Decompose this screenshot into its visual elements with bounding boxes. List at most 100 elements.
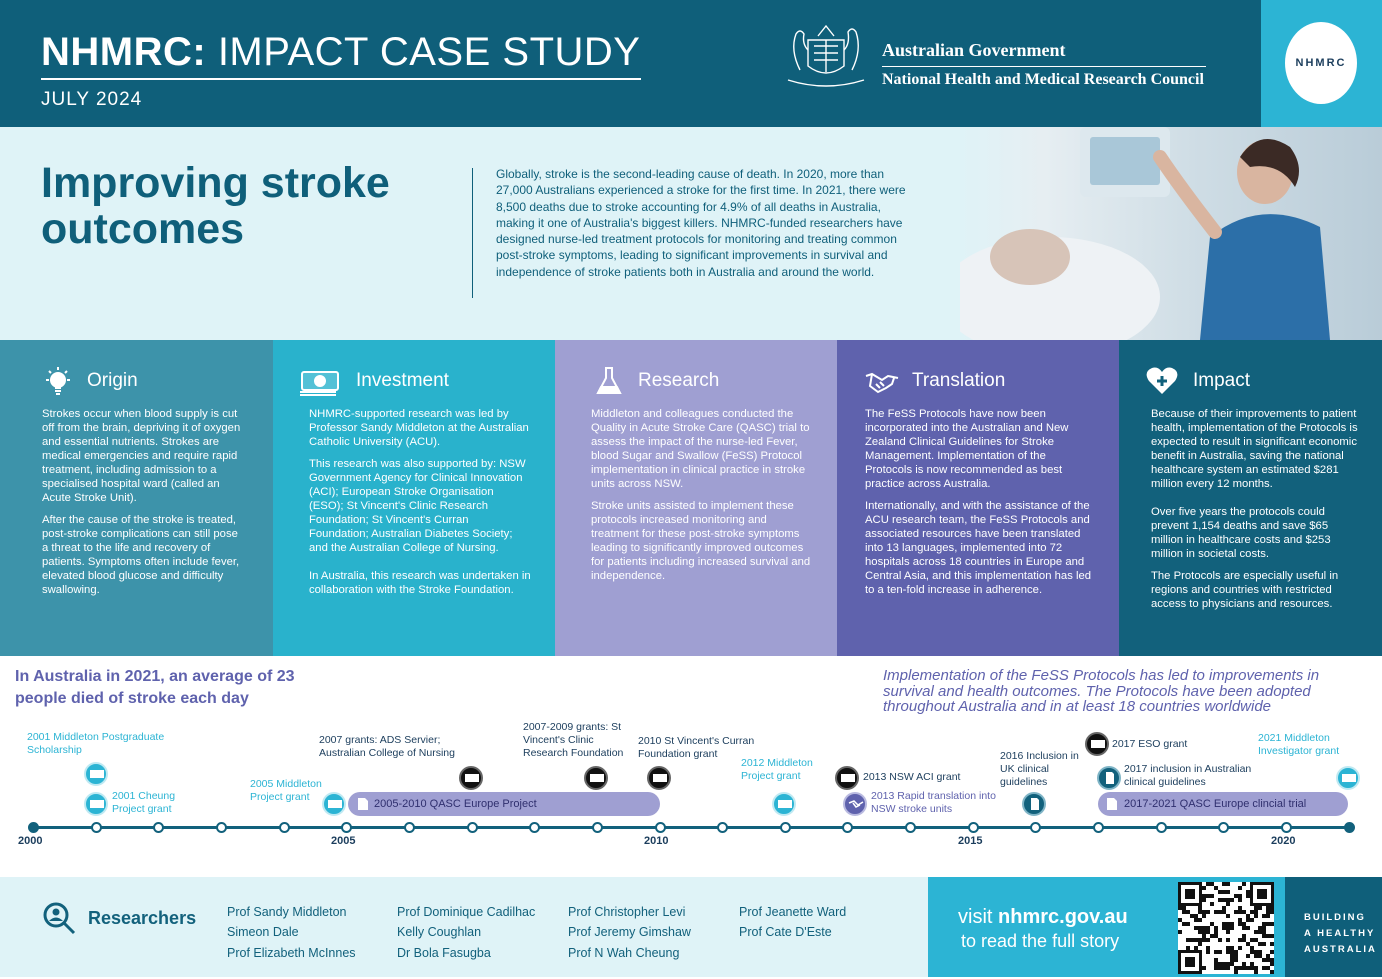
investment-p2: This research was also supported by: NSW… — [309, 458, 526, 554]
translation-p1: The FeSS Protocols have now been incorpo… — [865, 408, 1069, 490]
gov-divider — [882, 66, 1206, 67]
translation-heading: Translation — [864, 364, 1005, 398]
origin-p2: After the cause of the stroke is treated… — [42, 514, 240, 596]
timeline-tick — [905, 822, 917, 833]
event-2013-aci-grant: 2013 NSW ACI grant — [863, 771, 961, 783]
timeline-tick — [529, 822, 541, 833]
year-label: 2015 — [958, 835, 983, 847]
timeline-tick — [215, 822, 227, 833]
event-2010-grant: 2010 St Vincent's Curran Foundation gran… — [638, 735, 755, 760]
grant-money-icon — [835, 766, 859, 790]
tagline: BUILDING A HEALTHY AUSTRALIA — [1304, 912, 1377, 955]
event-2001-scholarship: 2001 Middleton Postgraduate Scholarship — [27, 731, 165, 756]
year-label: 2010 — [644, 835, 669, 847]
money-icon — [300, 371, 339, 396]
timeline-tick — [153, 822, 165, 833]
event-2005-grant: 2005 Middleton Project grant — [250, 778, 322, 803]
investment-title: Investment — [356, 370, 449, 391]
researcher-name: Prof Christopher Levi — [568, 905, 686, 919]
researcher-name: Simeon Dale — [227, 925, 299, 939]
document-icon — [358, 798, 368, 810]
council-name: National Health and Medical Research Cou… — [882, 71, 1204, 88]
hero-title: Improving stroke outcomes — [41, 159, 390, 253]
handshake-icon — [843, 792, 867, 816]
tagline-panel — [1285, 877, 1382, 977]
timeline-tick — [1281, 822, 1292, 833]
visit-link[interactable]: visit nhmrc.gov.au — [958, 906, 1128, 928]
researchers-panel — [0, 877, 928, 977]
researcher-name: Prof Cate D'Este — [739, 925, 832, 939]
grant-money-icon — [322, 792, 346, 816]
qasc-europe-trial-bar: 2017-2021 QASC Europe clincial trial — [1098, 792, 1348, 816]
investment-p1: NHMRC-supported research was led by Prof… — [309, 408, 529, 448]
timeline-tick — [90, 822, 102, 833]
grant-money-icon — [1085, 732, 1109, 756]
coat-of-arms-icon — [787, 24, 865, 87]
nurse-photo — [960, 127, 1382, 340]
investment-heading: Investment — [298, 364, 449, 398]
visit-caption: to read the full story — [961, 931, 1120, 951]
timeline-tick — [466, 822, 478, 833]
year-label: 2020 — [1271, 835, 1296, 847]
qasc-europe-project-bar: 2005-2010 QASC Europe Project — [348, 792, 660, 816]
grant-money-icon — [84, 792, 108, 816]
hero-divider — [472, 168, 473, 298]
origin-heading: Origin — [41, 364, 138, 398]
grant-money-icon — [647, 766, 671, 790]
hero-intro: Globally, stroke is the second-leading c… — [496, 167, 906, 279]
timeline-tick — [28, 822, 39, 833]
origin-title: Origin — [87, 370, 138, 391]
translation-column: Translation The FeSS Protocols have now … — [837, 340, 1119, 656]
timeline-tick — [717, 822, 729, 833]
publication-date: JULY 2024 — [41, 89, 143, 110]
grant-money-icon — [84, 762, 108, 786]
researcher-name: Prof Elizabeth McInnes — [227, 946, 356, 960]
impact-p3: The Protocols are especially useful in r… — [1151, 570, 1339, 610]
grant-money-icon — [1336, 766, 1360, 790]
researcher-name: Prof Dominique Cadilhac — [397, 905, 536, 919]
grant-money-icon — [584, 766, 608, 790]
adoption-statement: Implementation of the FeSS Protocols has… — [883, 667, 1320, 715]
timeline-tick — [278, 822, 290, 833]
impact-title: Impact — [1193, 370, 1251, 391]
research-p2: Stroke units assisted to implement these… — [591, 500, 811, 582]
research-heading: Research — [592, 364, 719, 398]
impact-p2: Over five years the protocols could prev… — [1151, 506, 1331, 560]
gov-name: Australian Government — [882, 40, 1066, 60]
researcher-name: Kelly Coughlan — [397, 925, 482, 939]
document-icon — [1107, 798, 1117, 810]
event-2001-cheung: 2001 Cheung Project grant — [112, 790, 176, 815]
timeline-tick — [591, 822, 603, 833]
timeline-tick — [1155, 822, 1167, 833]
event-2017-au-guidelines: 2017 inclusion in Australian clinical gu… — [1124, 763, 1252, 788]
title-rule — [41, 78, 641, 80]
research-column: Research Middleton and colleagues conduc… — [555, 340, 837, 656]
qr-code[interactable] — [1178, 882, 1274, 974]
event-2021-investigator-grant: 2021 Middleton Investigator grant — [1258, 732, 1340, 757]
timeline-tick — [1343, 822, 1355, 833]
impact-column: Impact Because of their improvements to … — [1119, 340, 1382, 656]
search-person-icon — [43, 902, 76, 935]
daily-deaths-stat: In Australia in 2021, an average of 23 p… — [15, 668, 295, 707]
timeline-tick — [967, 822, 979, 833]
event-2017-eso-grant: 2017 ESO grant — [1112, 738, 1188, 750]
year-label: 2000 — [18, 835, 43, 847]
researcher-name: Prof Jeanette Ward — [739, 905, 847, 919]
translation-p2: Internationally, and with the assistance… — [865, 500, 1092, 596]
timeline-tick — [403, 822, 415, 833]
event-2007-2009-grants: 2007-2009 grants: St Vincent's Clinic Re… — [523, 721, 624, 759]
origin-column: Origin Strokes occur when blood supply i… — [0, 340, 273, 656]
handshake-icon — [865, 372, 899, 394]
header-band — [0, 0, 1382, 127]
investment-column: Investment NHMRC-supported research was … — [273, 340, 555, 656]
year-label: 2005 — [331, 835, 356, 847]
guideline-document-icon — [1022, 792, 1046, 816]
guideline-document-icon — [1097, 766, 1121, 790]
flask-icon — [596, 367, 622, 394]
origin-p1: Strokes occur when blood supply is cut o… — [42, 408, 241, 504]
grant-money-icon — [772, 792, 796, 816]
event-2016-uk-guidelines: 2016 Inclusion in UK clinical guidelines — [1000, 750, 1079, 788]
timeline-tick — [1093, 822, 1105, 833]
impact-p1: Because of their improvements to patient… — [1151, 408, 1358, 490]
translation-title: Translation — [912, 370, 1006, 391]
